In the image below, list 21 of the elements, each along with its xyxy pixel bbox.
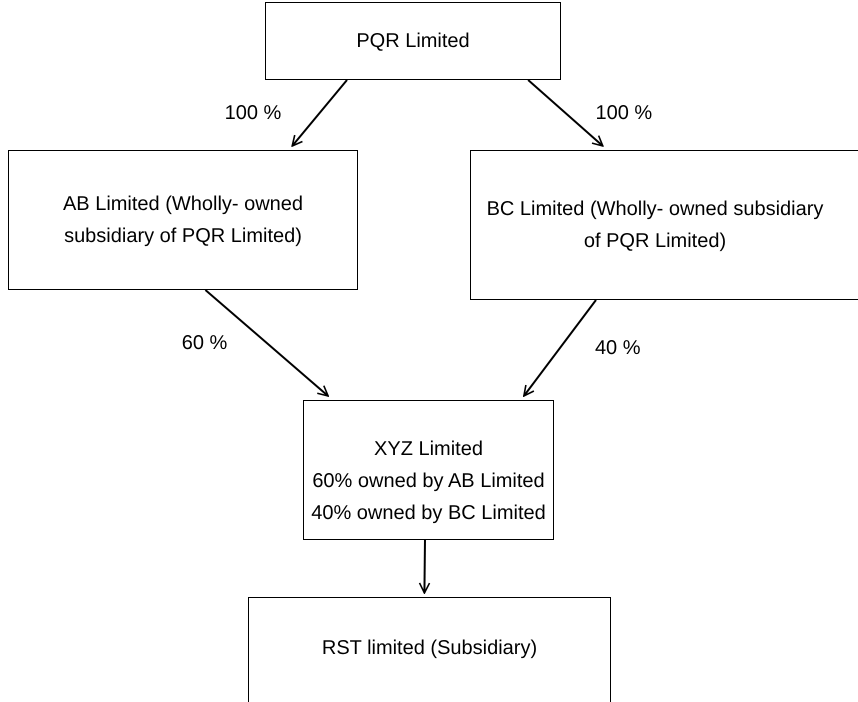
edge-label: 100 % xyxy=(224,101,282,125)
entity-label: 60% owned by AB Limited xyxy=(312,469,545,494)
entity-box xyxy=(8,150,358,290)
arrow xyxy=(204,289,329,397)
arrow xyxy=(418,540,430,594)
entity-label: BC Limited (Wholly- owned subsidiary of PQR Limited) xyxy=(486,197,824,254)
entity-box xyxy=(303,400,554,540)
arrow xyxy=(291,79,348,147)
entity-label: 40% owned by BC Limited xyxy=(311,501,546,526)
entity-label: RST limited (Subsidiary) xyxy=(322,636,538,661)
entity-label: PQR Limited xyxy=(356,29,470,54)
entity-box xyxy=(470,150,858,300)
entity-label: XYZ Limited xyxy=(374,437,483,462)
edge-label: 100 % xyxy=(595,101,652,125)
arrow xyxy=(523,299,597,397)
arrow xyxy=(527,79,604,147)
entity-box xyxy=(265,2,561,80)
entity-box xyxy=(248,597,611,702)
edge-label: 60 % xyxy=(182,331,228,355)
edge-label: 40 % xyxy=(594,336,641,360)
entity-label: AB Limited (Wholly- owned subsidiary of PQR Limited) xyxy=(62,192,304,249)
